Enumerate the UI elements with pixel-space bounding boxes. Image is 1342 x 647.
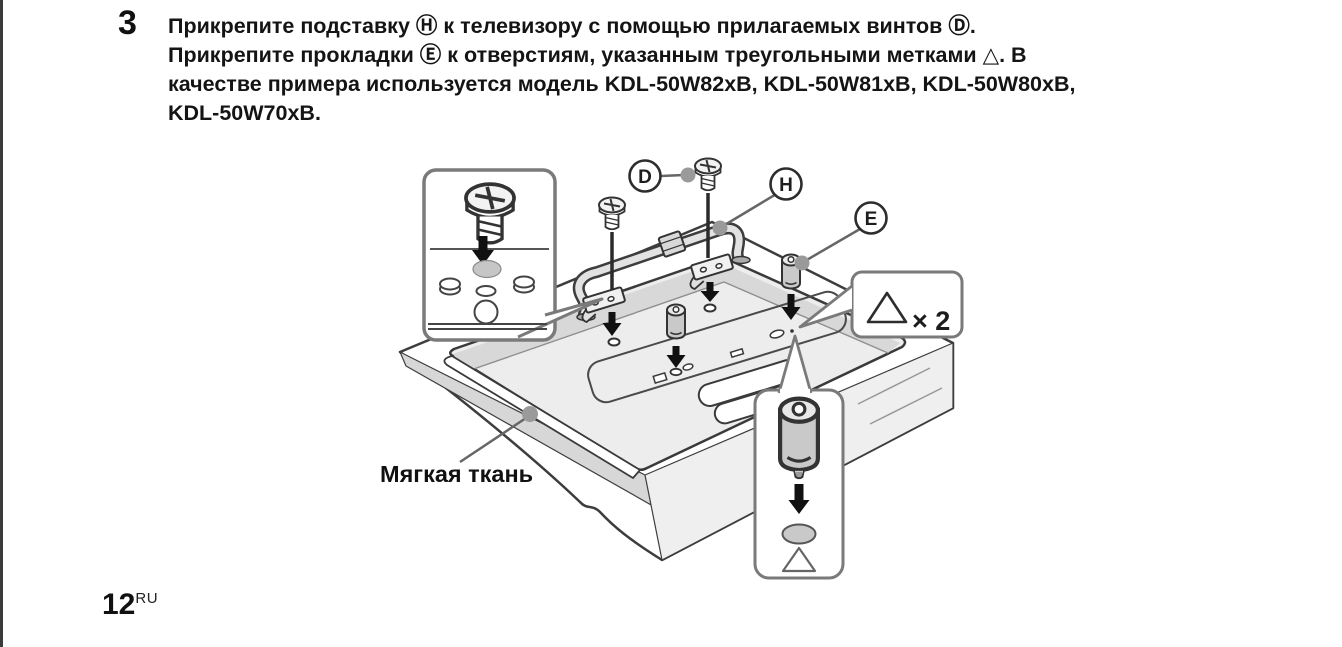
spacer-icon — [666, 303, 686, 340]
stand-foot — [731, 255, 751, 265]
label-e: E — [794, 201, 888, 271]
pad-spot — [781, 523, 817, 545]
leader-dot — [712, 220, 728, 236]
cloth-crease-lines — [857, 367, 943, 425]
down-arrow-icon — [666, 346, 686, 368]
cloth-label: Мягкая ткань — [380, 461, 533, 487]
down-arrow-icon — [700, 282, 720, 302]
page-language-code: RU — [135, 590, 159, 607]
label-h-letter: H — [779, 175, 793, 196]
label-h: H — [712, 167, 803, 236]
triangle-mark-point — [790, 329, 794, 333]
boss-pins — [439, 275, 535, 296]
leader-dot — [794, 255, 810, 271]
step-text-line: Прикрепите подставку Ⓗ к телевизору с по… — [168, 14, 976, 38]
triangle-count-callout: × 2 — [798, 270, 964, 339]
page-left-border — [0, 0, 3, 647]
stand-clamp — [657, 230, 687, 258]
label-e-letter: E — [865, 209, 878, 230]
screws-and-arrows — [598, 157, 801, 377]
step-text-line: Прикрепите прокладки Ⓔ к отверстиям, ука… — [168, 43, 1027, 67]
stand-bar — [572, 222, 751, 324]
leader-dot — [522, 406, 538, 422]
leader-dot — [680, 167, 696, 183]
hole-highlight — [472, 259, 502, 279]
cloth-leader — [459, 406, 538, 464]
assembly-diagram: D H E × 2 — [370, 150, 1070, 610]
step-text-line: качестве примера используется модель KDL… — [168, 72, 1076, 96]
down-arrow-icon — [602, 312, 622, 336]
screw-hole — [703, 303, 717, 313]
label-d-letter: D — [638, 167, 652, 188]
label-d: D — [628, 159, 696, 193]
screw-icon — [694, 157, 722, 192]
page-number: 12 — [102, 588, 136, 621]
callout-pointer — [798, 284, 853, 329]
screw-icon — [598, 196, 626, 231]
triangle-mark-icon — [866, 291, 908, 324]
spacer-detail-callout — [753, 334, 845, 580]
screw-detail-callout — [422, 168, 604, 342]
triangle-count-text: × 2 — [912, 306, 950, 336]
step-number: 3 — [118, 4, 137, 42]
tv-bezel-strip — [443, 355, 642, 480]
page-footer: 12 RU — [102, 589, 158, 621]
step-instructions: Прикрепите подставку Ⓗ к телевизору с по… — [168, 12, 1178, 128]
down-arrow-icon — [788, 484, 810, 514]
step-text-line: KDL-50W70xB. — [168, 101, 321, 125]
callout-pointer — [777, 334, 813, 394]
screw-hole — [607, 337, 621, 347]
down-arrow-icon — [472, 236, 494, 265]
spacer-icon — [780, 399, 818, 470]
triangle-mark-icon — [781, 546, 817, 573]
spacer-nub — [792, 469, 806, 480]
down-arrow-icon — [781, 294, 801, 320]
